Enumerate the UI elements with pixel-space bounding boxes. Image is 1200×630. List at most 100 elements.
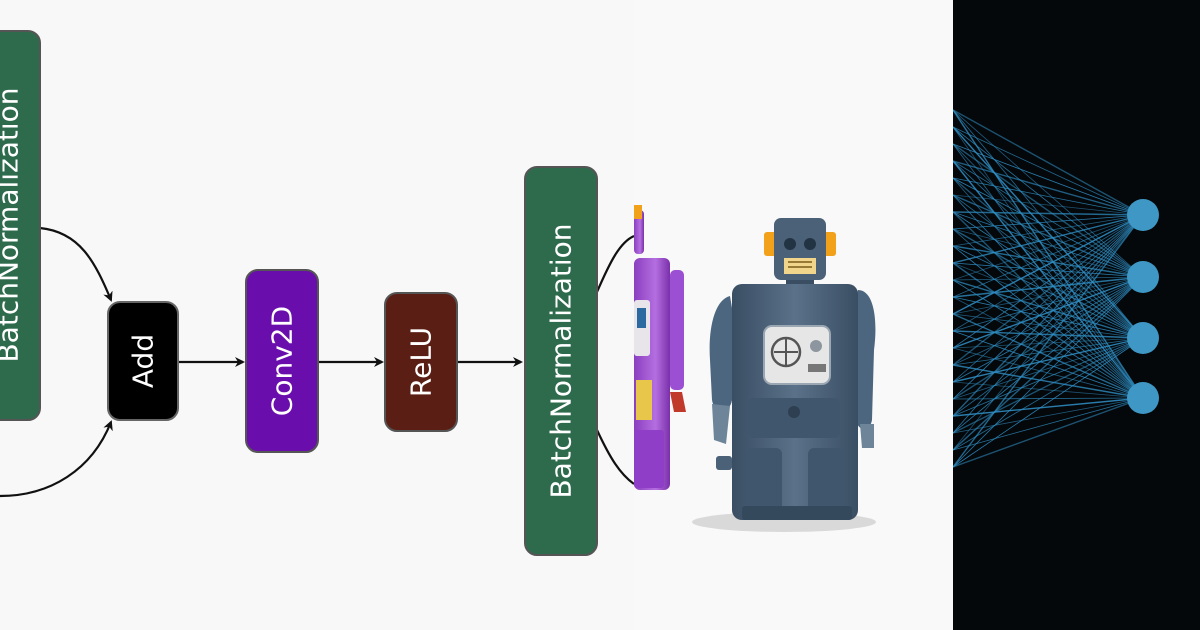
- network-connection: [953, 228, 1144, 399]
- network-connection: [953, 126, 1144, 278]
- network-connection: [953, 245, 1144, 339]
- batchnorm-top-node: BatchNormalization: [0, 30, 41, 421]
- network-connection: [953, 214, 1144, 230]
- network-connection: [953, 337, 1144, 400]
- purple-robot: [634, 205, 686, 490]
- network-connection: [953, 397, 1144, 468]
- network-connection: [953, 276, 1144, 417]
- network-connection: [953, 194, 1144, 339]
- network-connection: [953, 214, 1144, 417]
- network-node: [1127, 322, 1159, 354]
- network-connection: [953, 160, 1144, 399]
- network-connection: [953, 245, 1144, 278]
- network-connection: [953, 381, 1144, 399]
- network-connection: [953, 214, 1144, 315]
- network-connection: [953, 337, 1144, 417]
- network-node: [1127, 199, 1159, 231]
- batchnorm-right-node: BatchNormalization: [524, 166, 598, 556]
- conv2d-node: Conv2D: [245, 269, 319, 453]
- purple-robot-head: [634, 210, 644, 254]
- network-connection: [953, 262, 1144, 339]
- network-connection: [953, 337, 1144, 349]
- network-connection: [953, 109, 1144, 216]
- batchnorm-right-label: BatchNormalization: [545, 223, 578, 498]
- network-connection: [953, 126, 1144, 399]
- network-connection: [953, 337, 1144, 366]
- conv2d-label: Conv2D: [266, 306, 299, 416]
- blue-robot-head: [774, 218, 826, 290]
- network-connection: [953, 276, 1144, 400]
- add-label: Add: [127, 334, 160, 388]
- network-connection: [953, 397, 1144, 434]
- network-connection: [953, 276, 1144, 281]
- network-connection: [953, 214, 1144, 400]
- network-connection: [953, 276, 1144, 366]
- network-connection: [953, 397, 1144, 417]
- network-connection: [953, 276, 1144, 383]
- network-connection: [953, 214, 1144, 451]
- network-connection: [953, 276, 1144, 349]
- network-connection: [953, 337, 1144, 383]
- network-connection: [953, 214, 1144, 298]
- neural-network-art: [953, 0, 1200, 630]
- network-connection: [953, 313, 1144, 399]
- network-connection: [953, 194, 1144, 399]
- network-connection: [953, 262, 1144, 399]
- network-connection: [953, 143, 1144, 216]
- network-connection: [953, 214, 1144, 264]
- network-connection: [953, 143, 1144, 399]
- network-connection: [953, 214, 1144, 247]
- network-connection: [953, 177, 1144, 399]
- network-connection: [953, 296, 1144, 399]
- edge-batchnorm-out-lower: [596, 429, 634, 485]
- architecture-diagram: BatchNormalization Add Conv2D ReLU Batch…: [0, 30, 634, 556]
- network-connection: [953, 279, 1144, 399]
- network-connection: [953, 276, 1144, 468]
- network-connection: [953, 337, 1144, 434]
- network-connection: [953, 397, 1144, 451]
- network-connection: [953, 177, 1144, 278]
- network-connection: [953, 177, 1144, 216]
- network-connection: [953, 214, 1144, 434]
- network-connection: [953, 214, 1144, 332]
- relu-label: ReLU: [405, 327, 438, 397]
- network-connection: [953, 330, 1144, 339]
- blue-robot-chest-panel: [763, 325, 831, 385]
- network-connection: [953, 228, 1144, 278]
- network-connection: [953, 347, 1144, 399]
- network-connection: [953, 126, 1144, 216]
- network-connection: [953, 279, 1144, 339]
- blue-robot-left-arm: [709, 296, 734, 411]
- network-connection: [953, 160, 1144, 216]
- network-connection: [953, 296, 1144, 339]
- network-connection: [953, 214, 1144, 281]
- blue-robot-right-arm: [854, 290, 876, 429]
- network-canvas: [953, 0, 1200, 630]
- network-connection: [953, 194, 1144, 216]
- network-connection: [953, 337, 1144, 468]
- network-connection: [953, 262, 1144, 278]
- toy-robot-photo: [634, 0, 953, 630]
- network-connection: [953, 313, 1144, 339]
- network-connection: [953, 228, 1144, 339]
- blue-robot: [692, 218, 876, 532]
- network-connection: [953, 143, 1144, 278]
- network-connection: [953, 364, 1144, 399]
- network-connection: [953, 109, 1144, 399]
- network-connection: [953, 214, 1144, 383]
- network-connection: [953, 214, 1144, 468]
- batchnorm-top-label: BatchNormalization: [0, 87, 25, 362]
- diagram-canvas: BatchNormalization Add Conv2D ReLU Batch…: [0, 30, 634, 556]
- add-node: Add: [107, 301, 179, 421]
- relu-node: ReLU: [384, 292, 458, 432]
- network-connection: [953, 276, 1144, 298]
- network-output-nodes: [1127, 199, 1159, 414]
- network-connection: [953, 177, 1144, 339]
- network-connection: [953, 276, 1144, 315]
- edge-batchnorm-out-upper: [595, 234, 634, 293]
- network-node: [1127, 382, 1159, 414]
- network-connection: [953, 397, 1144, 400]
- network-connection: [953, 337, 1144, 451]
- edge-input-to-add: [0, 420, 113, 498]
- network-connection: [953, 211, 1144, 399]
